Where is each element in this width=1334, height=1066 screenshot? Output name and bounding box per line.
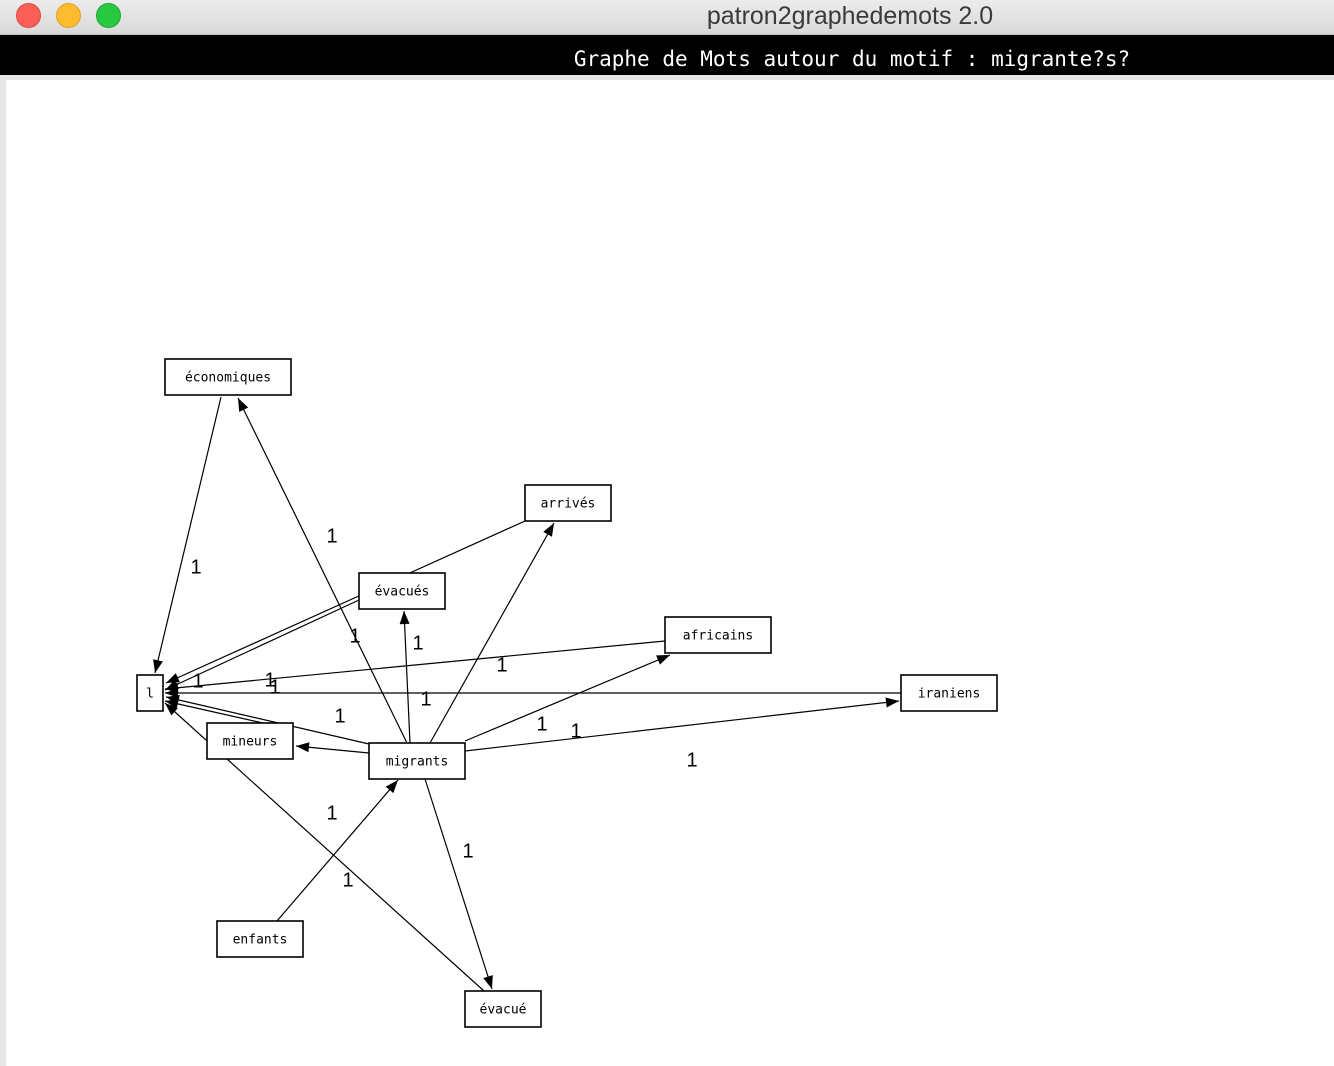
node-box: [524, 484, 612, 522]
node-arrives[interactable]: arrivés: [524, 484, 612, 522]
edge-migrants-to-economiques: [237, 397, 408, 744]
edge-evacues-to-l: [164, 599, 360, 691]
edge-migrants-to-evacue: [424, 778, 493, 990]
arrowhead-migrants-to-evacue: [483, 975, 493, 989]
node-label: migrants: [386, 755, 449, 770]
edge-migrants-to-iraniens: [464, 700, 900, 752]
node-label: africains: [683, 629, 753, 644]
arrowhead-migrants-to-arrives: [543, 523, 554, 537]
node-box: [164, 358, 292, 396]
node-evacue[interactable]: évacué: [464, 990, 542, 1028]
edge-weight-label: 1: [342, 869, 353, 891]
edge-weight-label: 1: [269, 676, 280, 698]
node-box: [206, 722, 294, 760]
node-box: [664, 616, 772, 654]
edge-weight-label: 1: [686, 749, 697, 771]
node-label: enfants: [233, 933, 288, 948]
edge-weight-label: 1: [190, 556, 201, 578]
graph-canvas-frame: [0, 75, 1334, 1066]
edge-migrants-to-l: [165, 696, 370, 745]
edge-weight-label: 1: [462, 840, 473, 862]
arrowhead-migrants-to-economiques: [238, 398, 249, 412]
edge-africains-to-l: [164, 640, 666, 690]
node-enfants[interactable]: enfants: [216, 920, 304, 958]
node-economiques[interactable]: économiques: [164, 358, 292, 396]
node-mineurs[interactable]: mineurs: [206, 722, 294, 760]
arrowhead-migrants-to-mineurs: [296, 742, 310, 753]
edge-mineurs-to-l: [164, 700, 264, 724]
graph-title: Graphe de Mots autour du motif : migrant…: [573, 47, 1131, 71]
arrowhead-iraniens-to-l: [165, 688, 178, 698]
edge-weight-label: 1: [326, 802, 337, 824]
arrowhead-evacue-to-l: [165, 703, 178, 716]
node-label: évacués: [375, 585, 430, 600]
edge-migrants-to-arrives: [429, 522, 555, 744]
edge-migrants-to-evacues: [403, 610, 411, 744]
edge-weight-label: 1: [326, 525, 337, 547]
arrowhead-economiques-to-l: [153, 659, 163, 673]
node-box: [216, 920, 304, 958]
node-africains[interactable]: africains: [664, 616, 772, 654]
edge-weight-label: 1: [264, 669, 275, 691]
edge-weight-label: 1: [192, 670, 203, 692]
edge-weight-label: 1: [536, 713, 547, 735]
edge-weight-label: 1: [570, 720, 581, 742]
graph-header-bar: Graphe de Mots autour du motif : migrant…: [0, 35, 1334, 75]
zoom-window-button[interactable]: [96, 3, 121, 28]
window-titlebar: patron2graphedemots 2.0: [0, 0, 1334, 35]
edge-migrants-to-africains: [464, 654, 671, 742]
edge-arrives-to-l: [165, 520, 526, 684]
edge-enfants-to-migrants: [276, 779, 399, 922]
node-label: mineurs: [223, 735, 278, 750]
edge-weight-label: 1: [412, 632, 423, 654]
edge-weight-label: 1: [349, 625, 360, 647]
arrowhead-enfants-to-migrants: [385, 780, 398, 794]
node-label: évacué: [480, 1003, 527, 1018]
edge-weight-label: 1: [334, 705, 345, 727]
window-title: patron2graphedemots 2.0: [706, 2, 994, 30]
arrowhead-migrants-to-iraniens: [885, 697, 899, 708]
node-box: [368, 742, 466, 780]
node-label: économiques: [185, 371, 271, 386]
node-label: iraniens: [918, 687, 981, 702]
node-box: [358, 572, 446, 610]
node-evacues[interactable]: évacués: [358, 572, 446, 610]
minimize-window-button[interactable]: [56, 3, 81, 28]
arrowhead-arrives-to-l: [166, 673, 180, 683]
close-window-button[interactable]: [16, 3, 41, 28]
node-iraniens[interactable]: iraniens: [900, 674, 998, 712]
node-label: l: [146, 687, 154, 702]
edge-weight-label: 1: [496, 654, 507, 676]
node-box: [464, 990, 542, 1028]
node-box: [900, 674, 998, 712]
node-label: arrivés: [541, 497, 596, 512]
arrowhead-migrants-to-africains: [656, 655, 670, 665]
node-box: [136, 674, 164, 712]
arrowhead-migrants-to-l: [166, 695, 180, 705]
node-l[interactable]: l: [136, 674, 164, 712]
arrowhead-migrants-to-evacues: [399, 611, 410, 625]
edge-economiques-to-l: [154, 396, 222, 674]
node-migrants[interactable]: migrants: [368, 742, 466, 780]
edge-weight-label: 1: [420, 688, 431, 710]
